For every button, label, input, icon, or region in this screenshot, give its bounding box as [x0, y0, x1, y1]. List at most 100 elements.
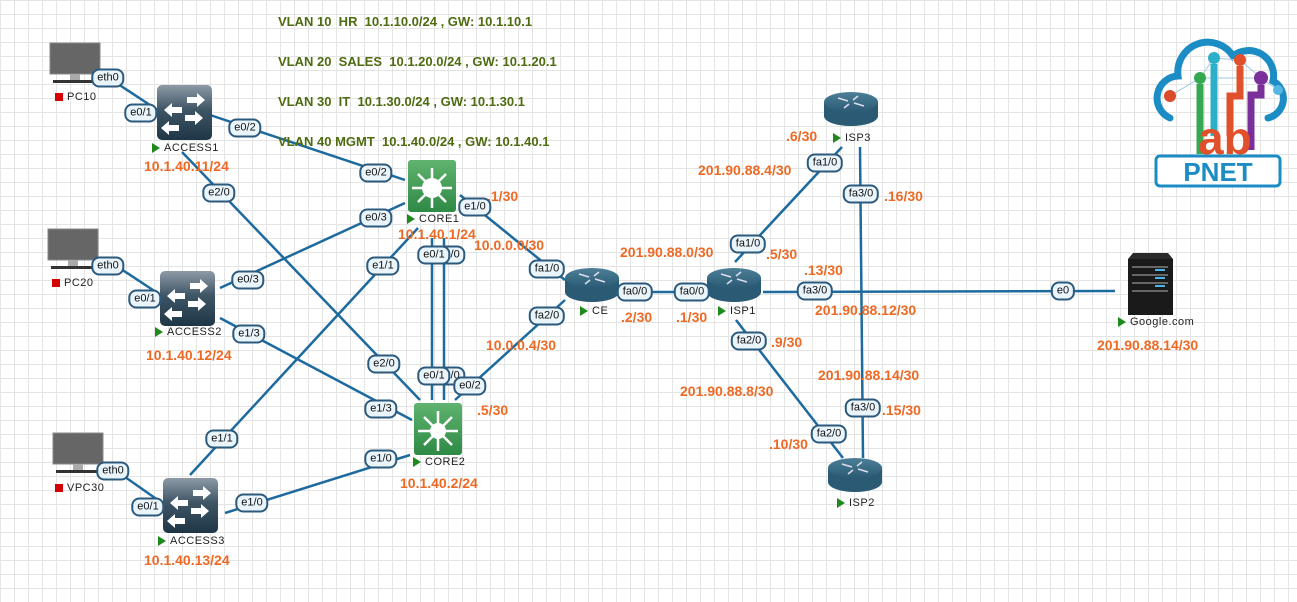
running-icon [837, 498, 845, 508]
pc10-icon[interactable] [49, 42, 101, 83]
port-isp3-fa3-0[interactable]: fa3/0 [842, 184, 880, 204]
isp2-label[interactable]: ISP2 [837, 497, 875, 509]
pc20-label[interactable]: PC20 [52, 277, 94, 289]
vpc30-icon[interactable] [52, 432, 104, 473]
access3-icon[interactable] [163, 478, 218, 533]
core2-label[interactable]: CORE2 [413, 456, 465, 468]
port-isp1-fa0-0[interactable]: fa0/0 [673, 282, 711, 302]
router-node-icon [1208, 52, 1220, 64]
router-node-icon [1234, 54, 1246, 66]
ce-label[interactable]: CE [580, 305, 608, 317]
core2-icon[interactable] [414, 403, 462, 455]
port-isp1-fa1-0[interactable]: fa1/0 [729, 234, 767, 254]
pnet-lab-logo: ab PNET [1153, 38, 1287, 188]
port-ce-fa0-0[interactable]: fa0/0 [616, 282, 654, 302]
port-access2-e0-3[interactable]: e0/3 [231, 270, 265, 290]
port-core1-e1-1[interactable]: e1/1 [366, 256, 400, 276]
access2-ip: 10.1.40.12/24 [146, 347, 232, 363]
access3-ip: 10.1.40.13/24 [144, 552, 230, 568]
port-core1-e0-2[interactable]: e0/2 [359, 163, 393, 183]
google-server-icon[interactable] [1128, 253, 1173, 315]
core1-label[interactable]: CORE1 [407, 213, 459, 225]
google-label[interactable]: Google.com [1118, 316, 1194, 328]
port-access3-e1-1[interactable]: e1/1 [205, 429, 239, 449]
subnet-label: .9/30 [771, 334, 803, 350]
logo-pnet-text: PNET [1183, 157, 1252, 187]
isp2-router-icon[interactable] [828, 458, 882, 492]
core2-ip: 10.1.40.2/24 [400, 475, 478, 491]
core1-icon[interactable] [408, 160, 456, 212]
port-core1-e0-1[interactable]: e0/1 [417, 245, 451, 265]
subnet-label: 201.90.88.14/30 [818, 367, 920, 383]
isp3-label[interactable]: ISP3 [833, 132, 871, 144]
pc10-label[interactable]: PC10 [55, 91, 97, 103]
subnet-label: .6/30 [786, 128, 818, 144]
stopped-icon [52, 279, 60, 287]
core1-ip: 10.1.40.1/24 [398, 226, 476, 242]
access2-label[interactable]: ACCESS2 [155, 326, 222, 338]
subnet-label: .10/30 [769, 436, 808, 452]
access1-label[interactable]: ACCESS1 [152, 142, 219, 154]
access1-icon[interactable] [157, 85, 212, 140]
port-core2-e0-1[interactable]: e0/1 [417, 366, 451, 386]
running-icon [407, 214, 415, 224]
subnet-label: .1/30 [487, 188, 519, 204]
running-icon [580, 306, 588, 316]
subnet-label: .5/30 [766, 246, 798, 262]
port-ce-fa2-0[interactable]: fa2/0 [528, 306, 566, 326]
stopped-icon [55, 484, 63, 492]
port-pc20-eth0[interactable]: eth0 [91, 256, 125, 276]
subnet-label: .2/30 [621, 309, 653, 325]
port-isp1-fa2-0[interactable]: fa2/0 [730, 331, 768, 351]
running-icon [158, 536, 166, 546]
subnet-label: 201.90.88.12/30 [815, 302, 917, 318]
subnet-label: 10.0.0.0/30 [474, 237, 545, 253]
port-access3-e0-1[interactable]: e0/1 [131, 497, 165, 517]
running-icon [833, 133, 841, 143]
port-ce-fa1-0[interactable]: fa1/0 [528, 259, 566, 279]
port-isp1-fa3-0[interactable]: fa3/0 [796, 281, 834, 301]
isp3-router-icon[interactable] [824, 92, 878, 126]
subnet-label: .16/30 [884, 188, 923, 204]
port-pc10-eth0[interactable]: eth0 [91, 68, 125, 88]
port-google-e0[interactable]: e0 [1050, 281, 1076, 301]
running-icon [155, 327, 163, 337]
port-core1-e0-3[interactable]: e0/3 [359, 208, 393, 228]
port-core2-e0-2[interactable]: e0/2 [453, 376, 487, 396]
subnet-label: 201.90.88.0/30 [620, 244, 714, 260]
running-icon [718, 306, 726, 316]
isp1-label[interactable]: ISP1 [718, 305, 756, 317]
access2-icon[interactable] [160, 271, 215, 326]
port-core1-e1-0[interactable]: e1/0 [458, 197, 492, 217]
port-access1-e0-1[interactable]: e0/1 [124, 103, 158, 123]
port-access1-e0-2[interactable]: e0/2 [228, 118, 262, 138]
subnet-label: 201.90.88.8/30 [680, 383, 774, 399]
vpc30-label[interactable]: VPC30 [55, 482, 104, 494]
vlan-30-note: VLAN 30 IT 10.1.30.0/24 , GW: 10.1.30.1 [278, 94, 525, 109]
running-icon [1118, 317, 1126, 327]
isp1-router-icon[interactable] [707, 268, 761, 302]
router-node-icon [1273, 85, 1283, 95]
subnet-label: 10.0.0.4/30 [486, 337, 557, 353]
port-core2-e2-0[interactable]: e2/0 [367, 354, 401, 374]
port-vpc30-eth0[interactable]: eth0 [96, 461, 130, 481]
port-isp2-fa3-0[interactable]: fa3/0 [844, 398, 882, 418]
pc20-icon[interactable] [47, 228, 99, 269]
port-access2-e0-1[interactable]: e0/1 [128, 289, 162, 309]
vlan-10-note: VLAN 10 HR 10.1.10.0/24 , GW: 10.1.10.1 [278, 14, 533, 29]
vlan-40-note: VLAN 40 MGMT 10.1.40.0/24 , GW: 10.1.40.… [278, 134, 550, 149]
port-access3-e1-0[interactable]: e1/0 [235, 493, 269, 513]
port-core2-e1-0[interactable]: e1/0 [364, 449, 398, 469]
vlan-20-note: VLAN 20 SALES 10.1.20.0/24 , GW: 10.1.20… [278, 54, 557, 69]
port-access1-e2-0[interactable]: e2/0 [202, 183, 236, 203]
port-isp3-fa1-0[interactable]: fa1/0 [806, 153, 844, 173]
port-core2-e1-3[interactable]: e1/3 [364, 399, 398, 419]
port-access2-e1-3[interactable]: e1/3 [232, 324, 266, 344]
port-isp2-fa2-0[interactable]: fa2/0 [810, 424, 848, 444]
subnet-label: .13/30 [804, 262, 843, 278]
running-icon [152, 143, 160, 153]
access3-label[interactable]: ACCESS3 [158, 535, 225, 547]
running-icon [413, 457, 421, 467]
ce-router-icon[interactable] [565, 268, 619, 302]
stopped-icon [55, 93, 63, 101]
